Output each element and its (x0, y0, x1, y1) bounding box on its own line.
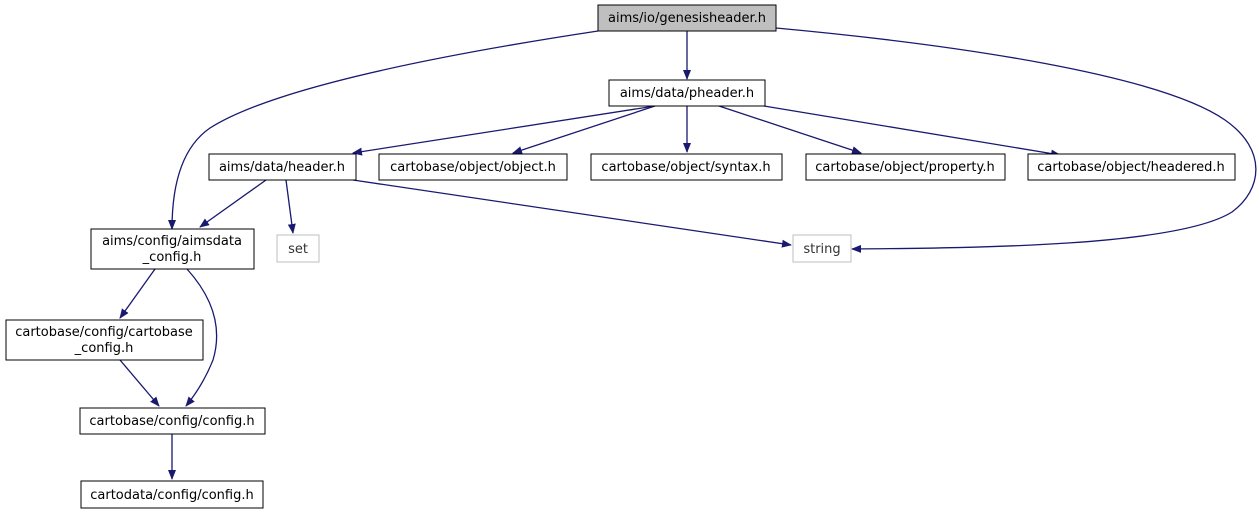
edge-aimsdata-config-to-cartobase-config (119, 268, 156, 319)
node-pheader[interactable]: aims/data/pheader.h (608, 79, 766, 107)
edge-header-to-aimsdata-config (199, 179, 267, 228)
edge-aimsdata-config-to-config (185, 268, 218, 407)
node-headered[interactable]: cartobase/object/headered.h (1027, 153, 1236, 181)
node-label: set (288, 242, 308, 257)
node-header[interactable]: aims/data/header.h (208, 153, 357, 181)
node-property[interactable]: cartobase/object/property.h (805, 153, 1006, 181)
node-cartobase-config[interactable]: cartobase/config/cartobase _config.h (5, 319, 204, 361)
node-cartodata-config[interactable]: cartodata/config/config.h (80, 480, 264, 509)
node-label: aims/io/genesisheader.h (608, 11, 766, 26)
node-label-line-2: _config.h (74, 341, 134, 356)
node-label: cartobase/object/syntax.h (601, 160, 770, 175)
node-config[interactable]: cartobase/config/config.h (79, 407, 266, 435)
edge-header-to-string (352, 179, 792, 248)
edge-header-to-set (285, 179, 296, 234)
node-label: cartobase/config/config.h (89, 414, 254, 429)
node-label-line-1: cartobase/config/cartobase (15, 325, 193, 340)
node-genesisheader[interactable]: aims/io/genesisheader.h (597, 4, 777, 32)
node-set[interactable]: set (276, 234, 320, 263)
node-label-line-1: aims/config/aimsdata (102, 234, 242, 249)
edge-genesisheader-to-aimsdata-config (168, 30, 599, 230)
edge-cartobase-config-to-config (119, 359, 160, 407)
node-string[interactable]: string (792, 234, 852, 263)
nodes: aims/io/genesisheader.h aims/data/pheade… (5, 4, 1236, 509)
edge-pheader-to-headered (763, 105, 1061, 158)
edge-pheader-to-header (352, 105, 656, 156)
node-syntax[interactable]: cartobase/object/syntax.h (590, 153, 783, 181)
node-aimsdata-config[interactable]: aims/config/aimsdata _config.h (90, 228, 255, 270)
edge-genesisheader-to-string (775, 27, 1257, 253)
node-label: cartobase/object/property.h (815, 160, 995, 175)
node-label: aims/data/header.h (219, 160, 345, 175)
node-label: cartobase/object/object.h (390, 160, 556, 175)
node-label: string (803, 242, 840, 257)
edge-pheader-to-property (718, 105, 862, 154)
node-label: cartobase/object/headered.h (1037, 160, 1224, 175)
node-label-line-2: _config.h (142, 250, 202, 265)
edges (119, 27, 1257, 480)
node-label: cartodata/config/config.h (90, 488, 253, 503)
node-label: aims/data/pheader.h (620, 86, 754, 101)
node-object[interactable]: cartobase/object/object.h (378, 153, 568, 181)
edge-pheader-to-object (512, 105, 656, 154)
